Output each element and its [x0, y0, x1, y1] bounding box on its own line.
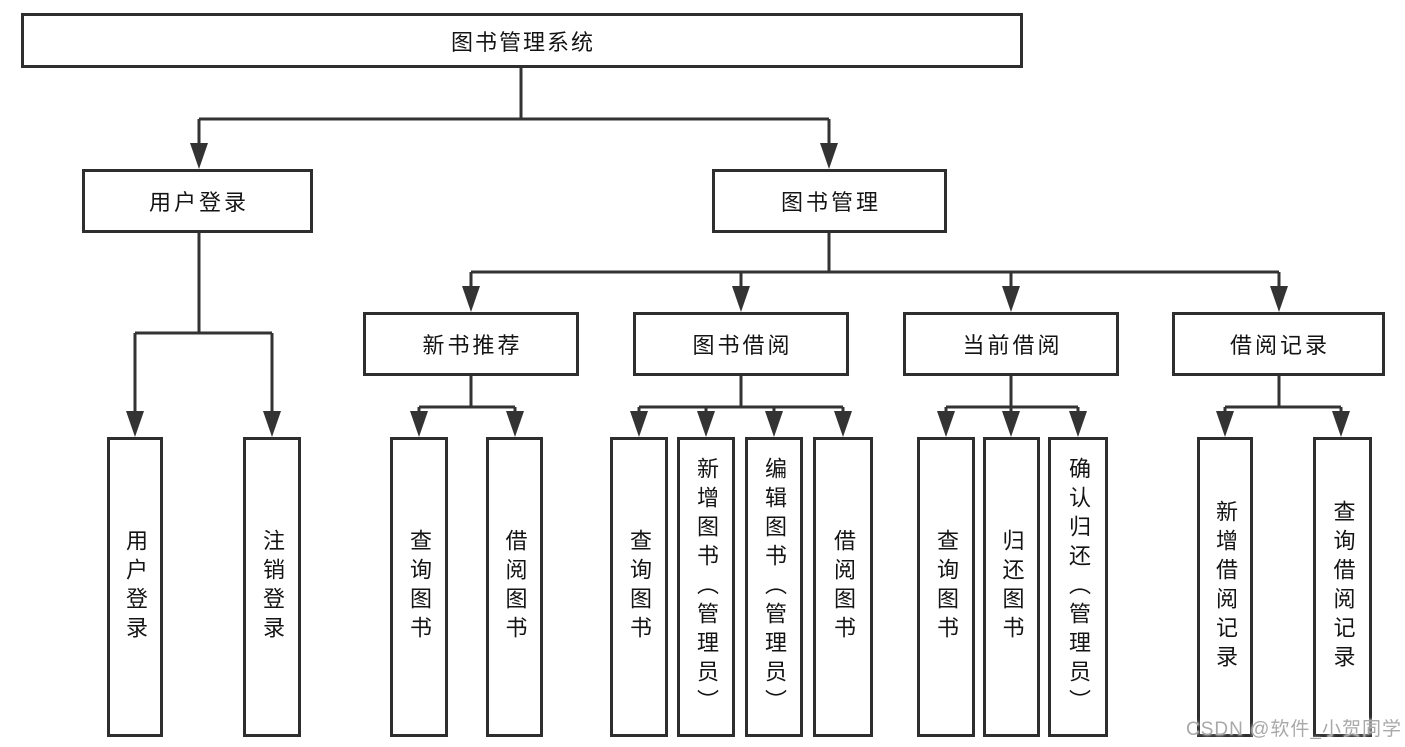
node-label: 查询图书	[934, 529, 959, 645]
node-label: 图书管理	[780, 190, 881, 215]
node-label: 用户登录	[123, 529, 148, 645]
node-borrowing-records: 借阅记录	[1172, 312, 1385, 376]
node-label: 编辑图书（管理员）	[762, 456, 787, 718]
csdn-watermark: CSDN @软件_小贺同学	[1186, 719, 1402, 740]
node-label: 归还图书	[999, 529, 1025, 645]
node-label: 注销登录	[260, 529, 285, 645]
node-label: 查询图书	[407, 529, 432, 645]
node-user-login: 用户登录	[82, 169, 313, 233]
leaf-user-login: 用户登录	[107, 437, 163, 737]
node-label: 图书借阅	[692, 333, 793, 358]
node-current-borrowing: 当前借阅	[903, 312, 1119, 376]
node-label: 新书推荐	[422, 333, 523, 358]
node-label: 查询借阅记录	[1330, 500, 1356, 674]
node-book-borrowing: 图书借阅	[633, 312, 849, 376]
node-label: 借阅图书	[831, 529, 856, 645]
leaf-return-book: 归还图书	[983, 437, 1040, 737]
node-label: 当前借阅	[962, 333, 1063, 358]
leaf-add-borrow-record: 新增借阅记录	[1197, 437, 1253, 737]
leaf-query-books-recommend: 查询图书	[390, 437, 448, 737]
node-label: 新增图书（管理员）	[694, 456, 719, 718]
leaf-logout: 注销登录	[243, 437, 301, 737]
node-new-book-recommend: 新书推荐	[363, 312, 579, 376]
node-label: 确认归还（管理员）	[1066, 456, 1091, 718]
leaf-query-borrow-record: 查询借阅记录	[1313, 437, 1372, 737]
leaf-confirm-return-admin: 确认归还（管理员）	[1048, 437, 1108, 737]
node-library-management-system: 图书管理系统	[21, 13, 1023, 68]
leaf-query-books-borrowing: 查询图书	[610, 437, 668, 737]
leaf-borrow-books-recommend: 借阅图书	[486, 437, 543, 737]
leaf-query-books-current: 查询图书	[917, 437, 975, 737]
leaf-borrow-books: 借阅图书	[813, 437, 873, 737]
node-label: 查询图书	[627, 529, 652, 645]
node-label: 用户登录	[148, 190, 249, 215]
node-label: 借阅图书	[502, 529, 528, 645]
node-label: 图书管理系统	[450, 29, 595, 55]
node-label: 借阅记录	[1229, 333, 1330, 358]
node-book-management: 图书管理	[712, 169, 947, 233]
leaf-add-book-admin: 新增图书（管理员）	[677, 437, 735, 737]
node-label: 新增借阅记录	[1213, 500, 1238, 674]
leaf-edit-book-admin: 编辑图书（管理员）	[745, 437, 803, 737]
